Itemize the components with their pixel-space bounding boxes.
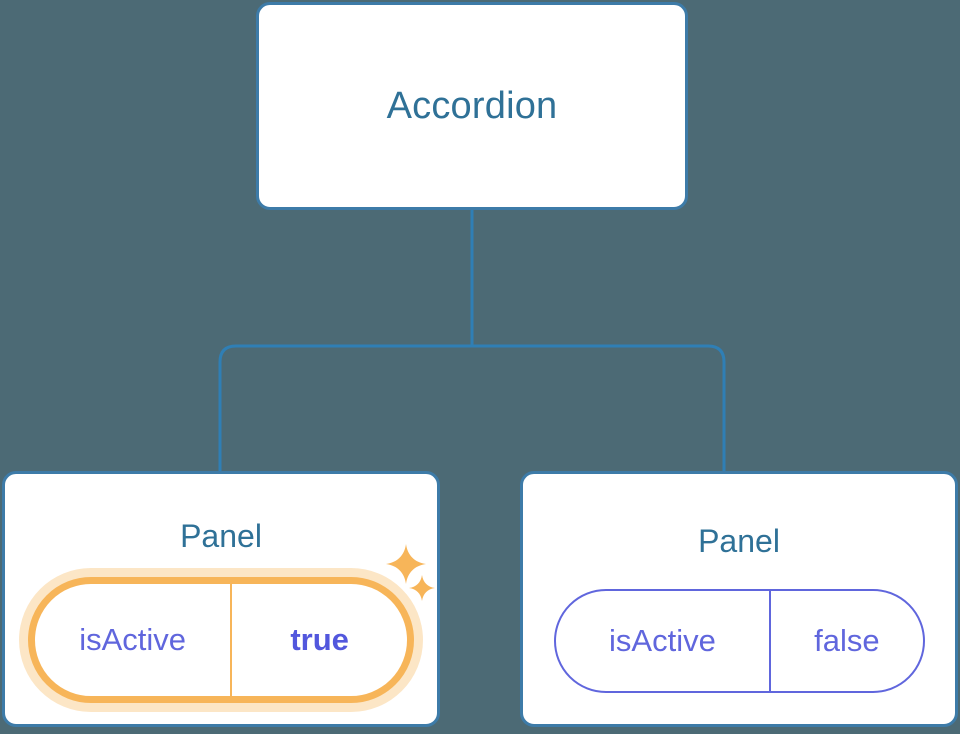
prop-pill-isactive-true[interactable]: isActive true (28, 577, 414, 703)
prop-key-label: isActive (79, 622, 187, 657)
node-accordion[interactable]: Accordion (256, 2, 688, 210)
prop-value-label: true (230, 584, 407, 696)
prop-value-label: false (768, 591, 923, 691)
node-accordion-label: Accordion (386, 85, 558, 127)
prop-pill-isactive-false[interactable]: isActive false (554, 589, 925, 693)
prop-key-label: isActive (609, 623, 716, 658)
node-panel-right-label: Panel (698, 523, 780, 559)
node-panel-left-label: Panel (180, 518, 262, 554)
edge-branch-bar (218, 344, 726, 471)
